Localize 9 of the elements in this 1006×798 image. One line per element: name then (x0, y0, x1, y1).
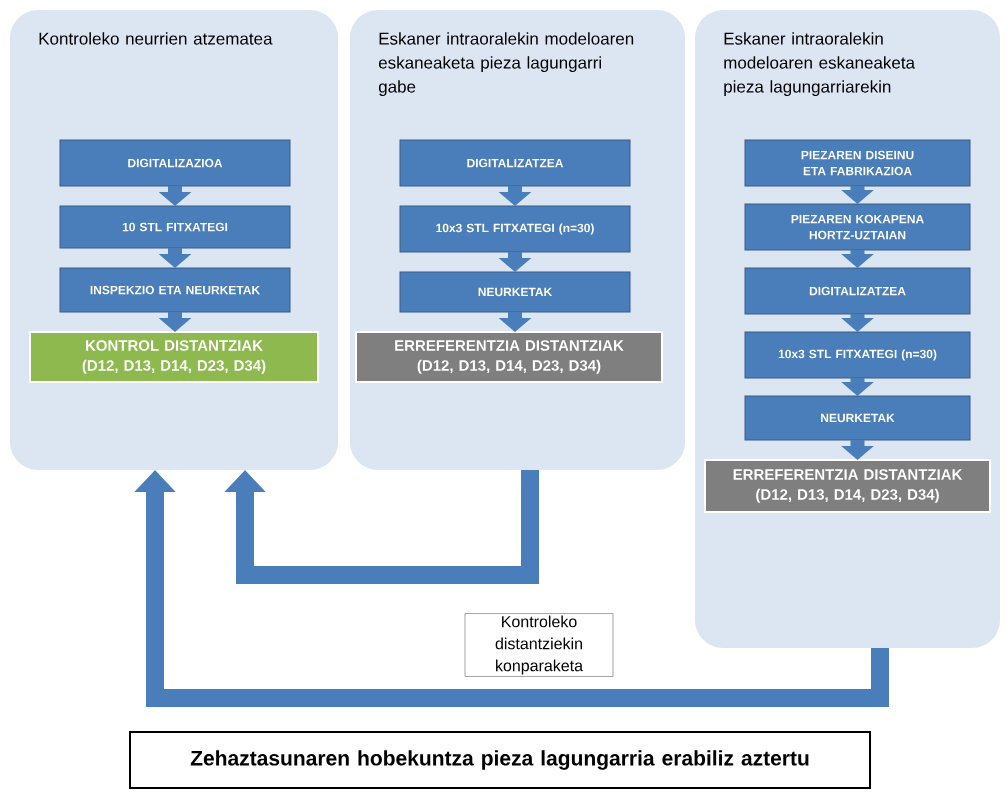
result-box: ERREFERENTZIA DISTANTZIAK (D12, D13, D14, D23, D34) (355, 331, 663, 383)
arrow (224, 470, 539, 584)
result-box: ERREFERENTZIA DISTANTZIAK (D12, D13, D14, D23, D34) (704, 459, 991, 513)
result-box: KONTROL DISTANTZIAK (D12, D13, D14, D23, D34) (29, 331, 319, 383)
conclusion-box: Zehaztasunaren hobekuntza pieza lagungarria erabiliz aztertu (129, 731, 871, 789)
process-box: PIEZAREN DISEINU ETA FABRIKAZIOA (744, 139, 971, 187)
note-box: Kontroleko distantziekin konparaketa (464, 613, 614, 677)
process-box: DIGITALIZAZIOA (59, 139, 291, 187)
process-box: DIGITALIZATZEA (399, 139, 631, 187)
